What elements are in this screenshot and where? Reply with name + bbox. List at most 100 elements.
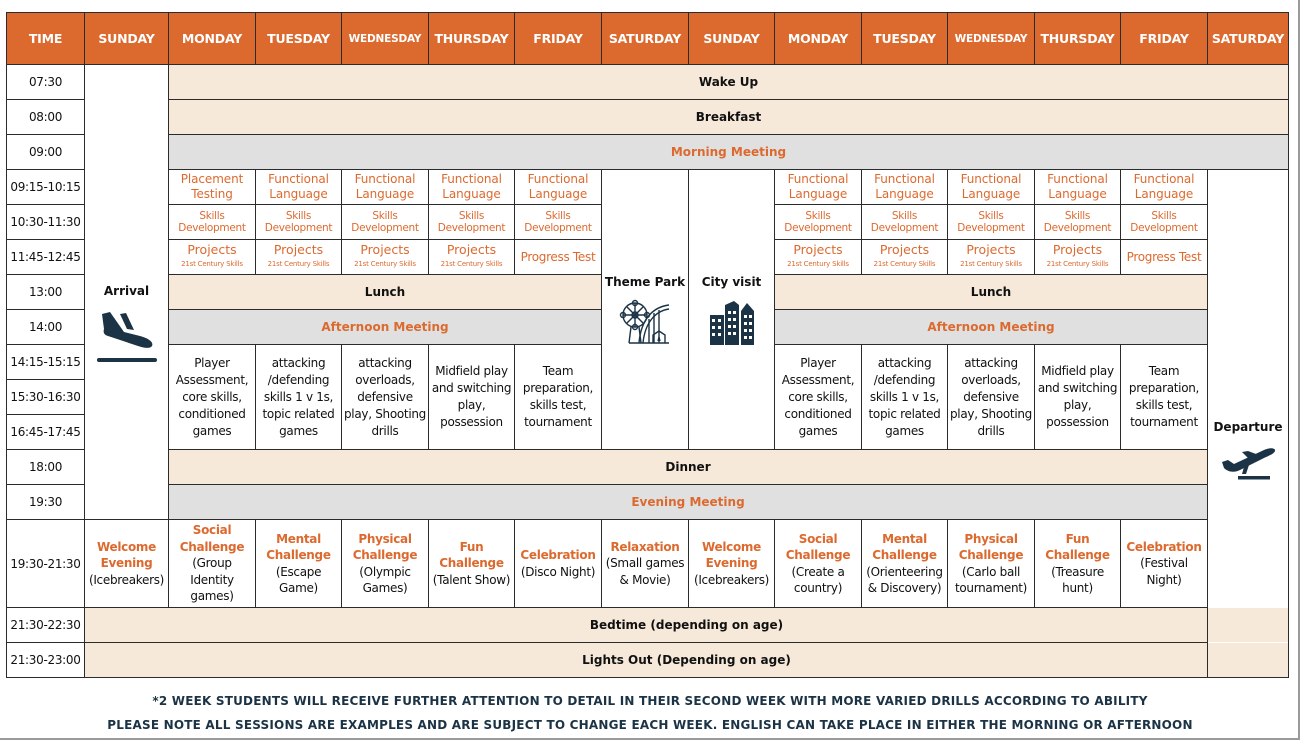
- lesson-cell: Functional Language: [255, 169, 342, 205]
- evening-detail: (Disco Night): [520, 564, 596, 579]
- evening-title: Social Challenge: [785, 531, 851, 563]
- table-row: 19:30 Evening Meeting: [6, 484, 1289, 520]
- header-day: SATURDAY: [601, 12, 689, 65]
- header-day: SATURDAY: [1207, 12, 1289, 65]
- table-row: 18:00 Dinner: [6, 449, 1289, 485]
- evening-detail: (Olympic Games): [359, 564, 411, 596]
- departure-label: Departure: [1213, 420, 1283, 434]
- lesson-cell: Skills Development: [168, 204, 256, 240]
- departure-cell: Departure: [1207, 169, 1289, 678]
- lesson-cell: Functional Language: [341, 169, 429, 205]
- header-day: TUESDAY: [861, 12, 948, 65]
- time-cell: 10:30-11:30: [6, 204, 85, 240]
- project-title: Projects: [446, 242, 497, 257]
- lesson-cell: Skills Development: [947, 204, 1035, 240]
- schedule-table: TIME SUNDAY MONDAY TUESDAY WEDNESDAY THU…: [6, 12, 1289, 678]
- header-day: WEDNESDAY: [341, 12, 429, 65]
- project-subtitle: 21st Century Skills: [267, 260, 330, 268]
- lesson-cell: Skills Development: [774, 204, 862, 240]
- table-row: 16:45-17:45: [6, 414, 1289, 450]
- banner-dinner: Dinner: [168, 449, 1208, 485]
- header-day: THURSDAY: [1034, 12, 1121, 65]
- theme-park-icon: [619, 299, 670, 344]
- banner-afternoon-meeting: Afternoon Meeting: [168, 309, 602, 345]
- time-cell: 19:30: [6, 484, 85, 520]
- banner-wake-up: Wake Up: [168, 64, 1289, 100]
- project-title: Projects: [879, 242, 930, 257]
- evening-activity-cell: Fun Challenge(Talent Show): [428, 519, 515, 608]
- progress-test-cell: Progress Test: [514, 239, 602, 275]
- evening-title: Welcome Evening: [97, 539, 156, 571]
- evening-detail: (Carlo ball tournament): [954, 564, 1028, 596]
- evening-title: Welcome Evening: [702, 539, 761, 571]
- lesson-cell: Skills Development: [428, 204, 515, 240]
- plane-landing-icon: [96, 312, 157, 362]
- evening-activity-cell: Physical Challenge(Olympic Games): [341, 519, 429, 608]
- time-cell: 14:15-15:15: [6, 344, 85, 380]
- project-title: Projects: [1052, 242, 1103, 257]
- evening-detail: (Talent Show): [432, 572, 511, 587]
- time-cell: 21:30-23:00: [6, 642, 85, 678]
- evening-activity-cell: Welcome Evening(Icebreakers): [84, 519, 169, 608]
- football-session-cell: Player Assessment, core skills, conditio…: [774, 344, 862, 450]
- plane-takeoff-icon: [1222, 448, 1276, 480]
- evening-detail: (Festival Night): [1140, 556, 1188, 587]
- football-session-cell: Midfield play and switching play, posses…: [428, 344, 515, 450]
- evening-title: Mental Challenge: [872, 531, 937, 563]
- header-time: TIME: [6, 12, 85, 65]
- lesson-cell: Functional Language: [947, 169, 1035, 205]
- time-cell: 09:00: [6, 134, 85, 170]
- table-row: 08:00 Breakfast: [6, 99, 1289, 135]
- project-subtitle: 21st Century Skills: [354, 260, 416, 268]
- evening-activity-cell: Celebration (Festival Night): [1120, 519, 1208, 608]
- evening-title: Celebration: [1126, 539, 1202, 554]
- evening-detail: (Escape Game): [275, 564, 322, 596]
- header-day: TUESDAY: [255, 12, 342, 65]
- lesson-cell: Skills Development: [514, 204, 602, 240]
- header-day: WEDNESDAY: [947, 12, 1035, 65]
- lesson-cell: Skills Development: [255, 204, 342, 240]
- banner-lunch: Lunch: [774, 274, 1208, 310]
- lesson-cell: Functional Language: [1034, 169, 1121, 205]
- lesson-cell: Skills Development: [861, 204, 948, 240]
- header-day: THURSDAY: [428, 12, 515, 65]
- lesson-cell: Functional Language: [861, 169, 948, 205]
- time-cell: 14:00: [6, 309, 85, 345]
- evening-detail: (Icebreakers): [88, 572, 165, 587]
- table-row: 09:00 Morning Meeting: [6, 134, 1289, 170]
- evening-activity-cell: Physical Challenge(Carlo ball tournament…: [947, 519, 1035, 608]
- footer-note-two-week: *2 WEEK STUDENTS WILL RECEIVE FURTHER AT…: [152, 694, 1148, 708]
- time-cell: 18:00: [6, 449, 85, 485]
- evening-title: Physical Challenge: [958, 531, 1024, 563]
- project-cell: Projects 21st Century Skills: [341, 239, 429, 275]
- project-title: Projects: [360, 242, 410, 257]
- header-day: FRIDAY: [1120, 12, 1208, 65]
- evening-title: Fun Challenge: [1045, 531, 1110, 563]
- football-session-cell: Midfield play and switching play, posses…: [1034, 344, 1121, 450]
- project-cell: Projects 21st Century Skills: [1034, 239, 1121, 275]
- table-row: 19:30-21:30 Welcome Evening(Icebreakers)…: [6, 519, 1289, 608]
- project-subtitle: 21st Century Skills: [960, 260, 1022, 268]
- football-session-cell: attacking /defending skills 1 v 1s, topi…: [255, 344, 342, 450]
- project-subtitle: 21st Century Skills: [1046, 260, 1109, 268]
- table-row: 07:30 Arrival Wake Up: [6, 64, 1289, 520]
- header-day: SUNDAY: [688, 12, 775, 65]
- evening-title: Physical Challenge: [352, 531, 418, 563]
- banner-lights-out: Lights Out (Depending on age): [84, 642, 1289, 678]
- table-row: 15:30-16:30: [6, 379, 1289, 415]
- banner-evening-meeting: Evening Meeting: [168, 484, 1208, 520]
- excursion-city-visit: City visit: [688, 169, 775, 450]
- footer-note-disclaimer: PLEASE NOTE ALL SESSIONS ARE EXAMPLES AN…: [107, 718, 1193, 732]
- lesson-cell: Placement Testing: [168, 169, 256, 205]
- evening-detail: (Icebreakers): [693, 572, 770, 587]
- header-row: TIME SUNDAY MONDAY TUESDAY WEDNESDAY THU…: [6, 12, 1289, 65]
- football-session-cell: Team preparation, skills test, tournamen…: [514, 344, 602, 450]
- header-day: MONDAY: [168, 12, 256, 65]
- evening-title: Mental Challenge: [266, 531, 331, 563]
- lesson-cell: Functional Language: [428, 169, 515, 205]
